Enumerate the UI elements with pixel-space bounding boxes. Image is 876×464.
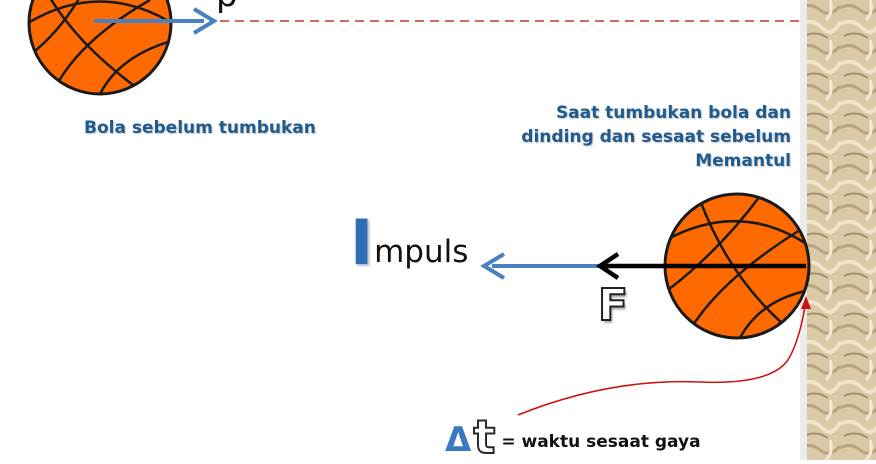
impulse-rest: mpuls [374,234,469,270]
delta-t-text: = waktu sesaat gaya [501,432,701,452]
caption-line: Memantul [695,151,791,171]
time-symbol: t [472,410,496,464]
impulse-arrow [480,252,600,280]
red-pointer-arrow [517,296,811,416]
force-arrow [595,252,806,280]
caption-before-collision: Bola sebelum tumbukan [84,118,316,138]
ball-before-collision [27,0,173,96]
caption-during-collision: Saat tumbukan bola dan dinding dan sesaa… [491,101,791,173]
momentum-label-cut: p [216,0,238,12]
delta-symbol: Δ [445,420,472,460]
wall-edge [800,0,807,460]
force-label: F [597,280,629,331]
impulse-initial: I [350,206,374,279]
velocity-arrow-before [94,7,218,35]
caption-line: dinding dan sesaat sebelum [521,127,791,147]
delta-t-definition: Δ t = waktu sesaat gaya [445,410,701,464]
wall [800,0,876,460]
impulse-label: I mpuls [350,206,469,279]
caption-line: Saat tumbukan bola dan [555,103,791,123]
